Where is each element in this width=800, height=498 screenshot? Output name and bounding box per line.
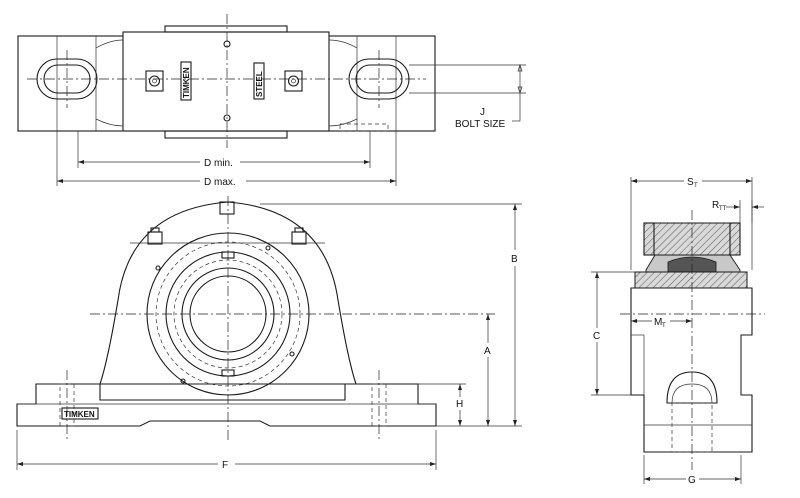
cap-outline-top (122, 31, 330, 132)
base-front (16, 383, 437, 427)
side-view: S T R TT C M T G (591, 177, 765, 486)
label-r-subscript: TT (719, 206, 727, 212)
label-bolt-size: BOLT SIZE (455, 119, 506, 130)
grease-fitting-bottom (223, 114, 231, 122)
steel-stamp-top-text: STEEL (255, 71, 264, 97)
timken-stamp-base (61, 407, 99, 420)
front-view: TIMKEN B A H F (16, 196, 522, 471)
cap-bottom-strip (164, 130, 288, 139)
label-b: B (511, 254, 518, 265)
label-c: C (593, 331, 600, 342)
timken-stamp-top: TIMKEN (180, 61, 192, 101)
steel-stamp-top: STEEL (253, 62, 265, 100)
label-a: A (484, 346, 491, 357)
timken-stamp-top-text: TIMKEN (182, 67, 191, 98)
label-m-subscript: T (662, 323, 666, 329)
timken-stamp-base-text: TIMKEN (64, 410, 95, 419)
label-g: G (688, 475, 696, 486)
cap-top-strip (164, 25, 288, 33)
cap-bolt-right (284, 70, 303, 92)
label-h: H (456, 399, 463, 410)
label-m: M (654, 317, 662, 328)
label-d-min: D min. (204, 158, 233, 169)
lower-housing-side (630, 287, 753, 453)
label-s-subscript: T (694, 183, 698, 189)
shaft-collar-section (634, 271, 748, 289)
label-r: R (712, 200, 719, 211)
label-f: F (222, 460, 228, 471)
label-d-max: D max. (204, 177, 236, 188)
grease-fitting-front (219, 201, 235, 215)
label-j: J (480, 107, 485, 118)
label-s: S (687, 177, 694, 188)
top-view: TIMKEN STEEL J BOLT SIZE D min. (17, 14, 526, 188)
